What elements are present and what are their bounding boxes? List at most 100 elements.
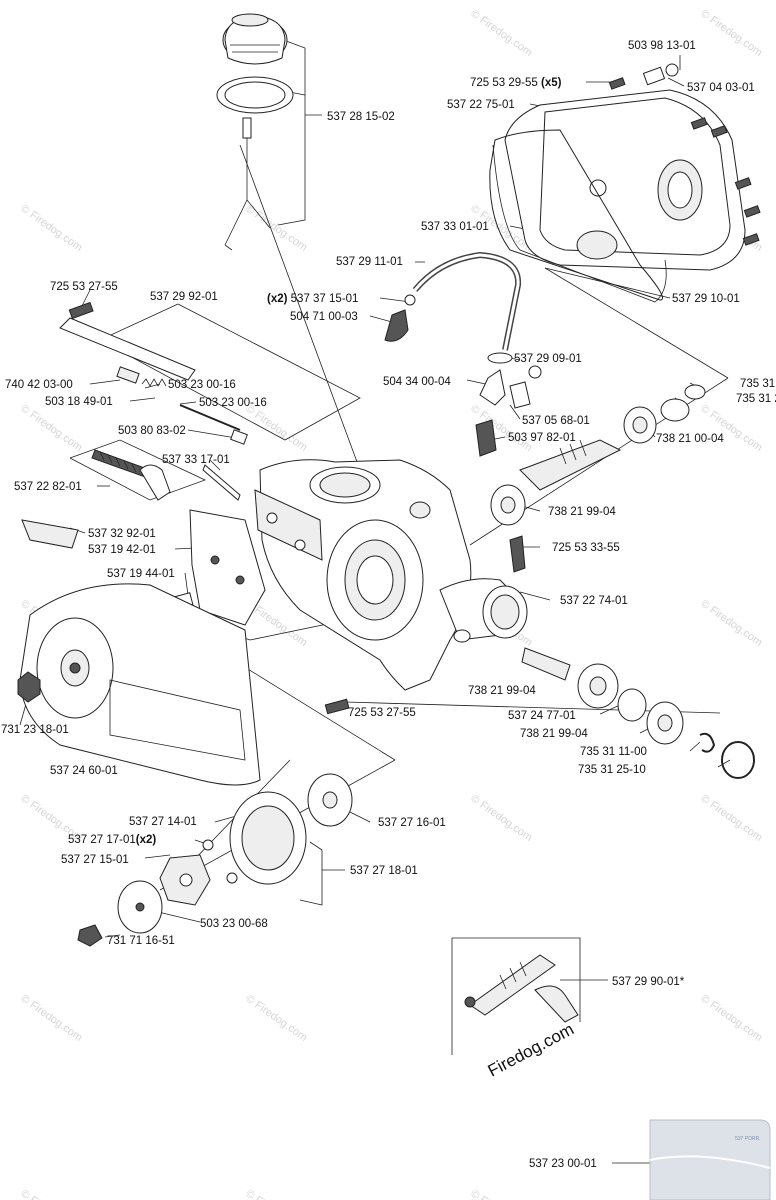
part-number: 738 21 99-04 [548, 506, 616, 518]
part-label: 731 71 16-51 [107, 935, 175, 947]
part-number: 537 27 17-01 [68, 834, 136, 846]
watermark-text: © Firedog.com [698, 403, 764, 454]
part-label: 537 19 44-01 [107, 568, 175, 580]
watermark-text: © Firedog.com [698, 993, 764, 1044]
part-number: 725 53 33-55 [552, 542, 620, 554]
part-label: 537 33 01-01 [421, 221, 489, 233]
part-label: 738 21 99-04 [520, 728, 588, 740]
part-number: 537 22 75-01 [447, 99, 515, 111]
part-number: 537 05 68-01 [522, 415, 590, 427]
part-number: 537 28 15-02 [327, 111, 395, 123]
watermark-text: © Firedog.com [243, 1188, 309, 1200]
part-label: 537 22 74-01 [560, 595, 628, 607]
part-label: 537 24 60-01 [50, 765, 118, 777]
quantity-prefix: (x2) [267, 293, 291, 305]
part-label: 735 31 27-10 [736, 393, 776, 405]
part-label: (x2) 537 37 15-01 [267, 293, 358, 305]
part-number: 537 24 60-01 [50, 765, 118, 777]
quantity-suffix: (x5) [538, 77, 562, 89]
part-label: 504 71 00-03 [290, 311, 358, 323]
clutch-drum-group [77, 773, 353, 947]
watermark-text: © Firedog.com [468, 793, 534, 844]
part-label: 537 27 14-01 [129, 816, 197, 828]
part-label: 735 31 25-10 [578, 764, 646, 776]
part-number: 537 27 15-01 [61, 854, 129, 866]
part-label: 725 53 33-55 [552, 542, 620, 554]
part-number: 735 31 11-00 [580, 746, 647, 758]
part-label: 738 21 00-04 [656, 433, 724, 445]
part-number: 537 22 74-01 [560, 595, 628, 607]
part-label: 503 97 82-01 [508, 432, 576, 444]
part-number: 503 23 00-16 [168, 379, 236, 391]
watermark-text: © Firedog.com [698, 793, 764, 844]
part-label: 503 18 49-01 [45, 396, 113, 408]
watermark-text: © Firedog.com [18, 993, 84, 1044]
part-number: 537 29 10-01 [672, 293, 740, 305]
part-label: 537 32 92-01 [88, 528, 156, 540]
watermark-text: © Firedog.com [18, 403, 84, 454]
part-number: 725 53 29-55 [470, 77, 538, 89]
part-label: 537 27 15-01 [61, 854, 129, 866]
part-number: 725 53 27-55 [50, 281, 118, 293]
part-number: 503 23 00-16 [199, 397, 267, 409]
part-label: 740 42 03-00 [5, 379, 73, 391]
part-label: 537 29 10-01 [672, 293, 740, 305]
part-number: 537 19 44-01 [107, 568, 175, 580]
part-label: 503 23 00-68 [200, 918, 268, 930]
bearings-right [324, 365, 755, 779]
part-label: 504 34 00-04 [383, 376, 451, 388]
quantity-suffix: (x2) [136, 834, 157, 846]
part-label: 725 53 27-55 [348, 707, 416, 719]
part-label: 537 27 16-01 [378, 817, 446, 829]
part-label: 537 29 09-01 [514, 353, 582, 365]
part-number: 537 27 14-01 [129, 816, 197, 828]
part-number: 537 27 16-01 [378, 817, 446, 829]
svg-text:537 PORR.: 537 PORR. [735, 1136, 761, 1142]
center-watermark: Firedog.com [485, 1019, 577, 1080]
watermark-text: © Firedog.com [18, 1188, 84, 1200]
part-label: 725 53 29-55 (x5) [470, 77, 562, 89]
part-number: 731 23 18-01 [1, 724, 69, 736]
watermark-text: © Firedog.com [243, 993, 309, 1044]
part-label: 537 29 11-01 [336, 256, 403, 268]
part-label: 503 98 13-01 [628, 40, 696, 52]
part-number: 731 71 16-51 [107, 935, 175, 947]
part-number: 735 31 27-10 [736, 393, 776, 405]
watermark-text: © Firedog.com [468, 1188, 534, 1200]
part-label: 537 19 42-01 [88, 544, 156, 556]
part-number: 503 98 13-01 [628, 40, 696, 52]
oil-hose [384, 251, 522, 406]
part-label: 725 53 27-55 [50, 281, 118, 293]
part-label: 537 28 15-02 [327, 111, 395, 123]
part-number: 537 29 09-01 [514, 353, 582, 365]
part-label: 537 22 75-01 [447, 99, 515, 111]
watermark-text: © Firedog.com [698, 8, 764, 59]
part-number: 537 37 15-01 [291, 293, 359, 305]
part-label: 537 05 68-01 [522, 415, 590, 427]
part-number: 537 29 11-01 [336, 256, 403, 268]
part-label: 537 29 92-01 [150, 291, 218, 303]
oil-cap-group [216, 13, 294, 251]
part-label: 503 23 00-16 [168, 379, 236, 391]
part-label: 735 31 11-00 [580, 746, 647, 758]
inset-box [451, 937, 581, 1055]
watermark-text: © Firedog.com [468, 8, 534, 59]
watermark-text: © Firedog.com [243, 203, 309, 254]
part-number: 740 42 03-00 [5, 379, 73, 391]
part-number: 537 24 77-01 [508, 710, 576, 722]
part-label: 537 23 00-01 [529, 1158, 597, 1170]
part-label: 537 24 77-01 [508, 710, 576, 722]
part-number: 537 22 82-01 [14, 481, 82, 493]
crankcase [254, 459, 528, 691]
watermark-text: © Firedog.com [18, 203, 84, 254]
cover-screws [608, 63, 761, 246]
part-number: 537 33 01-01 [421, 221, 489, 233]
part-number: 738 21 99-04 [520, 728, 588, 740]
part-number: 503 97 82-01 [508, 432, 576, 444]
part-number: 735 31 25-10 [578, 764, 646, 776]
part-number: 503 23 00-68 [200, 918, 268, 930]
part-number: 537 19 42-01 [88, 544, 156, 556]
part-label: 537 33 17-01 [162, 454, 230, 466]
